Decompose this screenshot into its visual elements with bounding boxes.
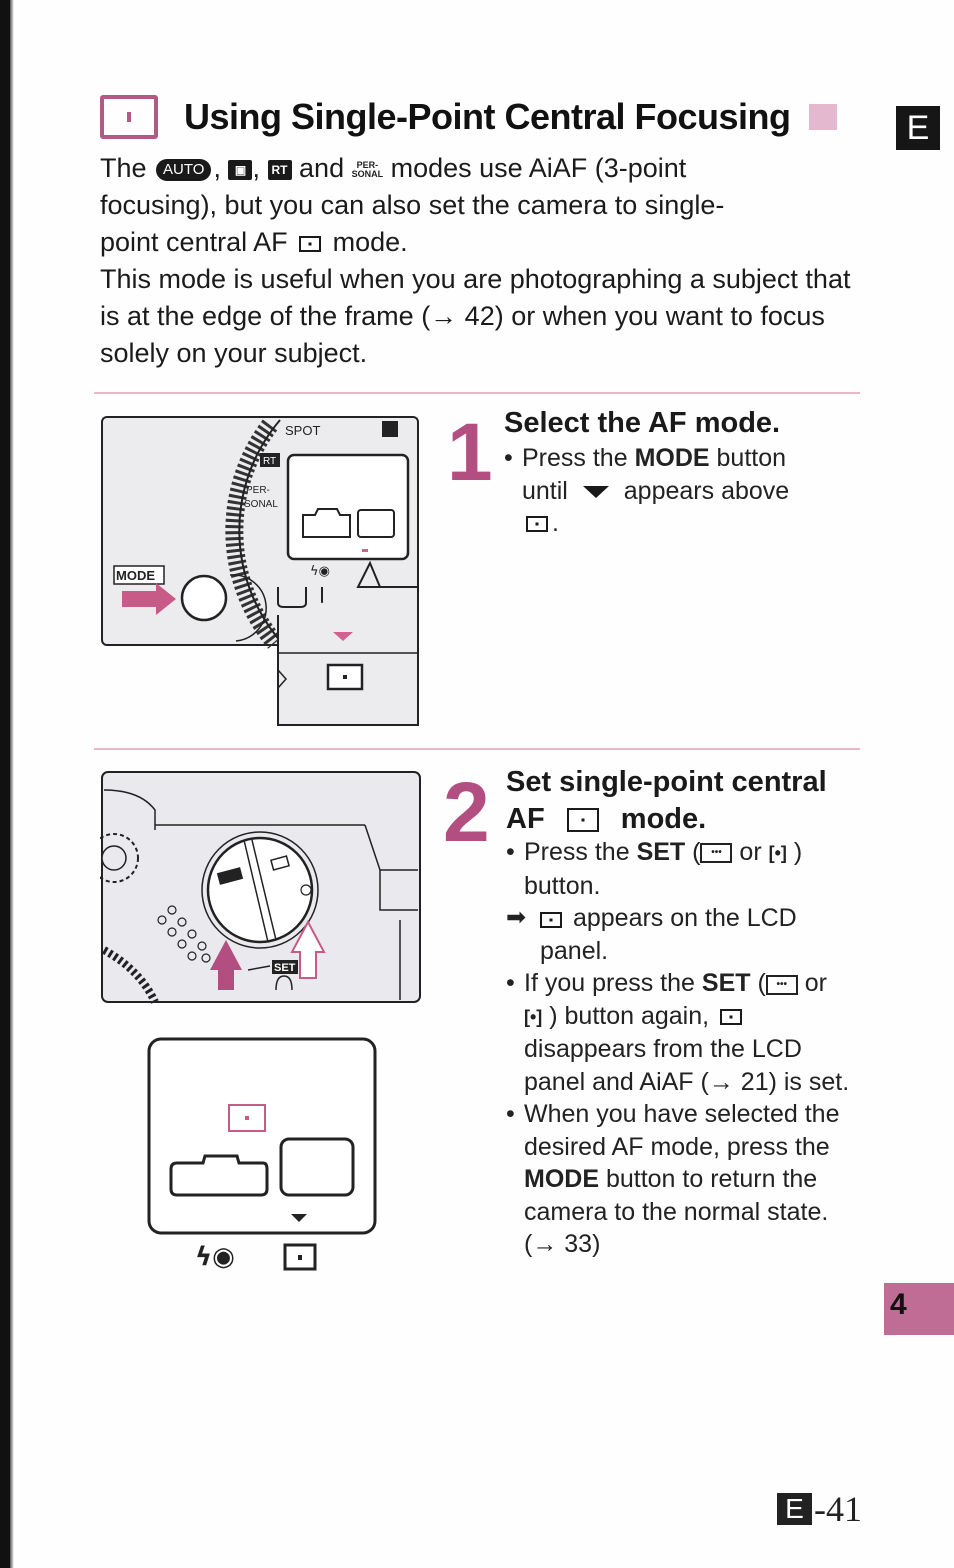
bullet-text: or: [739, 838, 762, 866]
intro-text-fragment: modes use AiAF (3-point: [390, 153, 687, 183]
step-2-bullet-1: • Press the SET (••• or [•] ) button.: [506, 836, 866, 902]
svg-text:SONAL: SONAL: [244, 499, 278, 510]
single-point-af-icon: [299, 235, 322, 252]
intro-text-fragment: The: [100, 153, 147, 183]
bullet-text: Press the: [524, 838, 630, 866]
intro-text: The AUTO, ▣, RT and PER-SONAL modes use …: [100, 150, 870, 372]
step-1-bullet: • Press the MODE button until appears ab…: [504, 442, 824, 540]
rt-mode-icon: RT: [267, 159, 292, 180]
bullet-text: button to return the camera to the norma…: [524, 1165, 829, 1259]
svg-text:SPOT: SPOT: [285, 423, 320, 438]
mode-button-label: MODE: [634, 444, 710, 472]
bullet-text: When you have selected the desired AF mo…: [524, 1100, 840, 1161]
svg-text:ϟ◉: ϟ◉: [195, 1242, 235, 1272]
bullet-text: If you press the: [524, 969, 695, 998]
bullet-text: button.: [524, 871, 601, 900]
portrait-mode-icon: ▣: [228, 159, 253, 180]
svg-text:PER-: PER-: [246, 485, 270, 496]
personal-mode-icon: PER-SONAL: [351, 159, 384, 179]
intro-text-fragment: and: [299, 153, 345, 183]
step-2-bullet-3: • When you have selected the desired AF …: [506, 1098, 866, 1261]
set-button-illustration: SET: [100, 771, 421, 1004]
step-1-number: 1: [447, 407, 493, 498]
step-2-title-af: AF: [506, 803, 545, 835]
bullet-text: ) button again,: [549, 1001, 710, 1030]
page-number: E -41: [777, 1488, 862, 1530]
triangle-indicator-icon: [582, 485, 609, 498]
intro-paragraph-1: The AUTO, ▣, RT and PER-SONAL modes use …: [100, 150, 870, 261]
bullet-marker: •: [506, 838, 515, 866]
step-1-body: • Press the MODE button until appears ab…: [504, 442, 824, 540]
section-divider: [94, 392, 860, 394]
personal-bottom: SONAL: [351, 168, 384, 179]
section-divider: [94, 748, 860, 750]
bullet-text: Press the: [522, 444, 628, 472]
bullet-text: (: [757, 969, 766, 998]
portrait-af-icon: [•]: [524, 1006, 543, 1027]
intro-paragraph-2: This mode is useful when you are photogr…: [100, 264, 851, 368]
step-2-title-mode: mode.: [620, 803, 707, 835]
mode-button-illustration: SPOT RT PER- SONAL ϟ◉ MODE: [101, 416, 419, 726]
landscape-af-icon: •••: [765, 974, 798, 995]
comma: ,: [252, 153, 260, 183]
svg-text:RT: RT: [263, 456, 276, 467]
bullet-marker: •: [504, 444, 513, 472]
page-binding-shadow: [10, 0, 14, 1568]
set-button-label: SET: [636, 838, 686, 866]
step-2-title-line1: Set single-point central: [506, 766, 827, 798]
svg-text:MODE: MODE: [116, 568, 155, 583]
svg-text:SET: SET: [274, 962, 296, 974]
bullet-text: (: [692, 838, 701, 866]
bullet-text: button until: [522, 444, 787, 505]
bullet-text: disappears from the LCD panel and AiAF (…: [524, 1035, 850, 1096]
svg-text:ϟ◉: ϟ◉: [310, 564, 330, 579]
single-point-af-icon: [526, 516, 548, 533]
step-2-title: Set single-point central AF mode.: [506, 764, 866, 838]
bullet-text: appears above: [623, 476, 790, 505]
step-2-number: 2: [443, 765, 490, 859]
page-title: Using Single-Point Central Focusing: [184, 96, 791, 137]
personal-top: PER-: [356, 159, 379, 170]
single-point-af-icon: [540, 911, 562, 928]
bullet-marker: •: [506, 969, 515, 998]
portrait-af-icon: [•]: [768, 843, 787, 864]
chapter-tab: 4: [884, 1283, 954, 1335]
single-point-af-icon: [100, 95, 158, 139]
page-binding-edge: [0, 0, 10, 1568]
bullet-text: or: [804, 969, 827, 998]
step-2-result: ➡ appears on the LCD panel.: [506, 902, 866, 967]
comma: ,: [213, 153, 221, 183]
intro-text-fragment: focusing), but you can also set the came…: [100, 190, 725, 220]
result-text: appears on the LCD panel.: [540, 904, 797, 965]
step-2-bullet-2: • If you press the SET (••• or [•] ) but…: [506, 967, 866, 1098]
page-number-value: -41: [814, 1489, 862, 1529]
intro-text-fragment: point central AF: [100, 227, 288, 257]
bullet-marker: •: [506, 1100, 515, 1129]
lcd-panel-illustration: ϟ◉: [147, 1037, 377, 1272]
bullet-text: .: [552, 509, 559, 537]
single-point-af-icon: [566, 808, 599, 833]
result-arrow-icon: ➡: [506, 904, 527, 932]
mode-button-label: MODE: [524, 1165, 599, 1194]
title-accent-square: [808, 104, 837, 130]
auto-mode-icon: AUTO: [156, 158, 212, 181]
landscape-af-icon: •••: [700, 843, 733, 864]
set-button-label: SET: [701, 969, 751, 998]
page-number-prefix: E: [777, 1493, 812, 1525]
step-2-body: • Press the SET (••• or [•] ) button. ➡ …: [506, 836, 866, 1261]
language-tab: E: [896, 106, 940, 150]
step-1-title: Select the AF mode.: [504, 407, 781, 439]
bullet-text: ): [793, 838, 803, 866]
intro-text-fragment: mode.: [332, 227, 408, 257]
single-point-af-icon: [720, 1009, 743, 1026]
section-header: Using Single-Point Central Focusing: [100, 90, 837, 144]
